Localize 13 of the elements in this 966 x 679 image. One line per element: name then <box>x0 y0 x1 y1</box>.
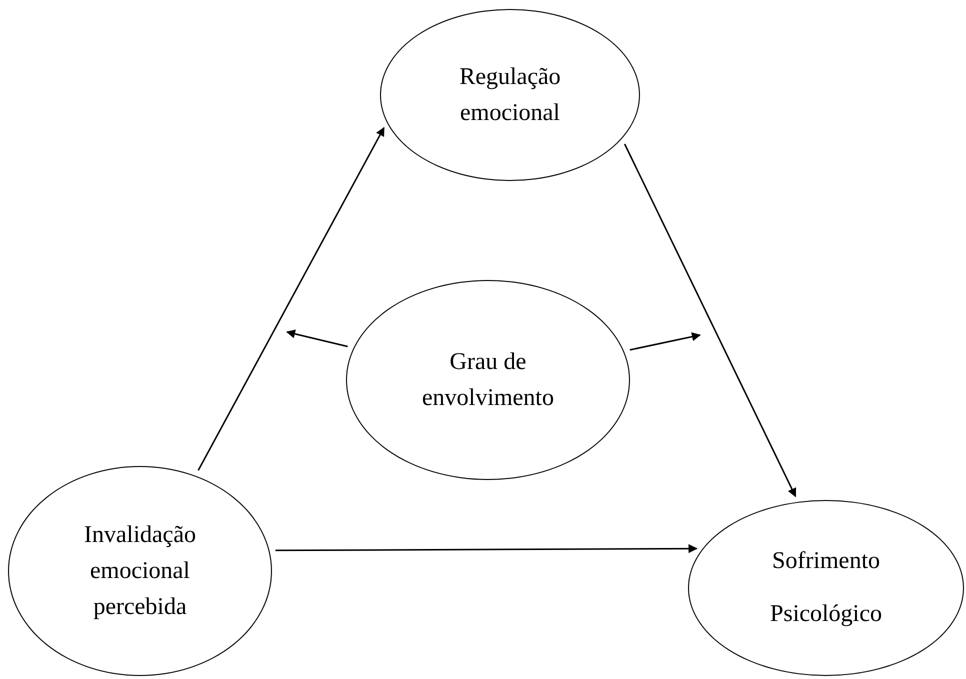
ellipse-node <box>8 466 272 676</box>
arrow <box>286 330 348 348</box>
ellipse-node <box>688 500 964 676</box>
arrow <box>630 332 701 351</box>
arrow <box>198 126 385 471</box>
node-label: Grau de envolvimento <box>421 348 555 413</box>
node-label: Invalidação emocional percebida <box>83 521 197 622</box>
arrow <box>275 544 698 554</box>
node-label: Regulação emocional <box>458 63 562 128</box>
node-label: Sofrimento Psicológico <box>769 547 883 629</box>
ellipse-node <box>380 9 640 181</box>
ellipse-node <box>346 280 630 480</box>
arrow <box>624 144 796 498</box>
